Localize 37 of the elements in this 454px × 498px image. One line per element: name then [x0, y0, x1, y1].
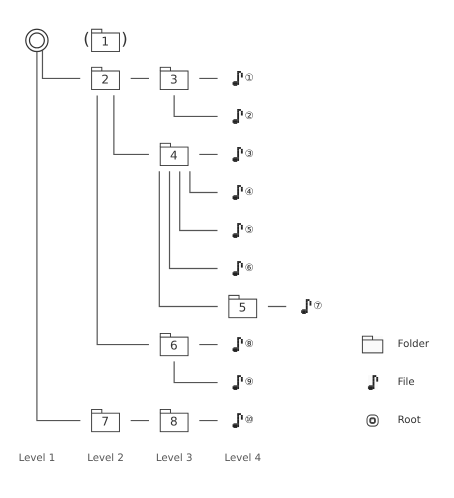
label: Level 3	[156, 452, 192, 464]
legend-label: Root	[398, 414, 421, 426]
connector	[130, 419, 149, 421]
label: Level 2	[87, 452, 124, 464]
connector	[179, 170, 218, 231]
label: Level 1	[18, 452, 56, 464]
label: Level 4	[224, 452, 262, 464]
connector	[268, 305, 286, 307]
node-label: ⑨	[244, 376, 254, 388]
connector	[189, 170, 218, 193]
connector	[199, 419, 218, 421]
node-label: ①	[244, 72, 254, 84]
node-label: ②	[244, 110, 254, 122]
node-label: ⑩	[244, 414, 254, 426]
node-label: ⑤	[244, 224, 254, 236]
node-label: ⑦	[313, 300, 322, 312]
connector	[174, 360, 218, 383]
connector	[113, 94, 149, 155]
connector	[199, 343, 218, 345]
node-label: ⑧	[244, 338, 254, 350]
connector	[158, 170, 218, 307]
connector	[130, 77, 149, 79]
connector	[168, 170, 218, 269]
connector	[199, 153, 218, 155]
node-label: ④	[244, 186, 254, 198]
connector	[199, 77, 218, 79]
connector	[42, 50, 80, 79]
node-label: )	[121, 28, 128, 48]
legend-label: File	[398, 376, 415, 388]
node-label: (	[83, 28, 90, 48]
node-label: ⑥	[244, 262, 254, 274]
connector	[174, 94, 218, 117]
connector	[36, 51, 80, 421]
node-circle	[25, 28, 49, 52]
node-label: ③	[244, 148, 254, 160]
legend-label: Folder	[398, 338, 430, 350]
connector	[96, 94, 149, 345]
